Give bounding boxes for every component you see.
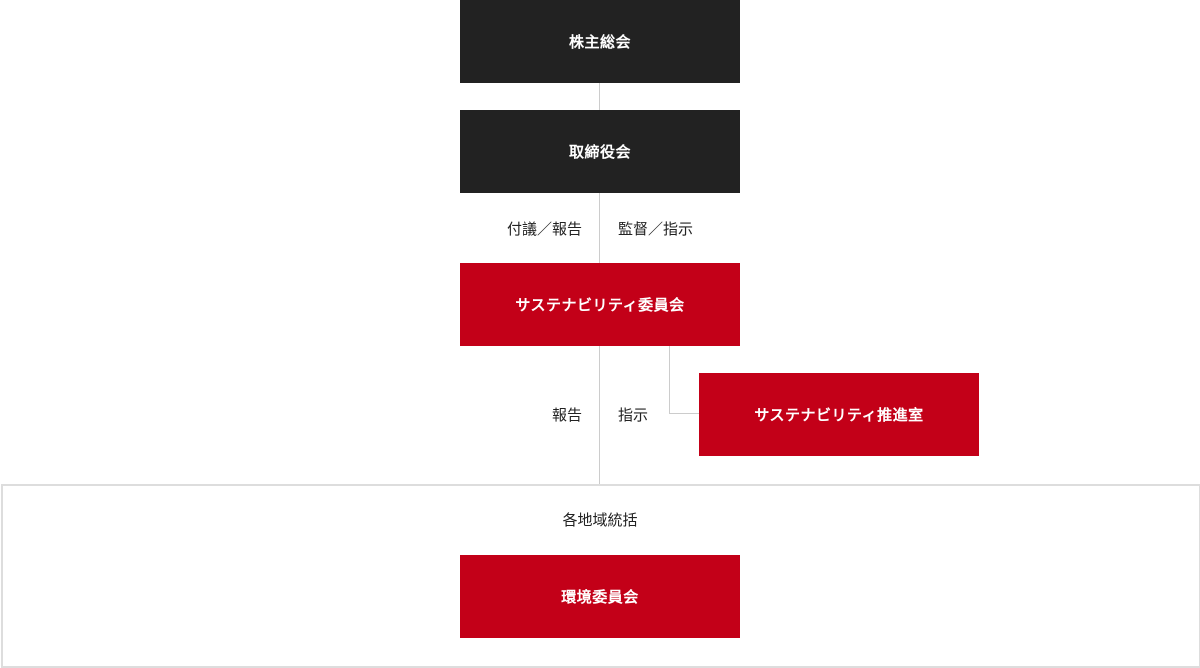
- connector-shareholders-board: [599, 83, 600, 110]
- node-label: 環境委員会: [561, 588, 639, 606]
- node-shareholders-meeting: 株主総会: [460, 0, 740, 83]
- node-label: 株主総会: [568, 33, 631, 51]
- edge-label-committee-left: 報告: [551, 406, 582, 424]
- node-label: 取締役会: [568, 143, 631, 161]
- edge-label-committee-right: 指示: [618, 406, 649, 424]
- connector-committee-office-horizontal: [669, 413, 699, 414]
- node-sustainability-committee: サステナビリティ委員会: [460, 263, 740, 346]
- connector-committee-group: [599, 346, 600, 484]
- connector-committee-office-vertical: [669, 346, 670, 414]
- node-label: サステナビリティ推進室: [754, 406, 924, 424]
- edge-label-board-right: 監督／指示: [618, 220, 694, 238]
- regional-group-title: 各地域統括: [562, 511, 638, 529]
- edge-label-board-left: 付議／報告: [506, 220, 582, 238]
- node-sustainability-office: サステナビリティ推進室: [699, 373, 979, 456]
- node-board-of-directors: 取締役会: [460, 110, 740, 193]
- connector-board-committee: [599, 193, 600, 263]
- node-label: サステナビリティ委員会: [515, 296, 685, 314]
- node-environment-committee: 環境委員会: [460, 555, 740, 638]
